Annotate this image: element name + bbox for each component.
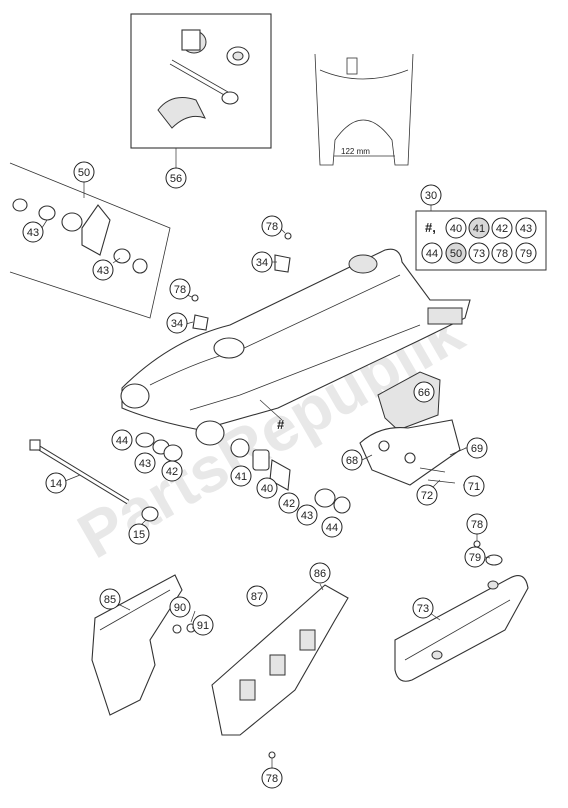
swingarm-front-view: 122 mm — [314, 53, 414, 166]
svg-text:71: 71 — [468, 481, 480, 493]
set-item-43: 43 — [515, 217, 537, 239]
callout-42-right: 42 — [278, 492, 300, 514]
svg-text:79: 79 — [469, 552, 481, 564]
svg-text:87: 87 — [251, 591, 263, 603]
svg-text:79: 79 — [520, 248, 532, 260]
svg-text:15: 15 — [133, 529, 145, 541]
swingarm: # — [120, 248, 471, 446]
callout-69: 69 — [466, 437, 488, 459]
svg-text:68: 68 — [346, 455, 358, 467]
set-item-44: 44 — [421, 242, 443, 264]
svg-text:34: 34 — [256, 257, 268, 269]
callout-73: 73 — [412, 597, 434, 619]
hash-marker: # — [277, 417, 285, 432]
callout-40: 40 — [256, 477, 278, 499]
svg-text:44: 44 — [116, 435, 128, 447]
callout-43-right: 43 — [296, 504, 318, 526]
svg-text:41: 41 — [473, 223, 485, 235]
svg-text:43: 43 — [139, 458, 151, 470]
callout-68: 68 — [341, 449, 363, 471]
svg-text:42: 42 — [283, 498, 295, 510]
callout-78-bottom: 78 — [261, 767, 283, 789]
callout-30: 30 — [420, 184, 442, 206]
set-item-50: 50 — [445, 242, 467, 264]
callout-85: 85 — [99, 588, 121, 610]
svg-text:42: 42 — [496, 223, 508, 235]
svg-text:73: 73 — [417, 603, 429, 615]
svg-text:90: 90 — [174, 602, 186, 614]
callout-71: 71 — [463, 475, 485, 497]
bearing-kit-panel — [9, 162, 171, 319]
svg-text:44: 44 — [426, 248, 438, 260]
callout-90: 90 — [169, 596, 191, 618]
svg-text:50: 50 — [78, 167, 90, 179]
callout-50: 50 — [73, 161, 95, 183]
callout-44-right: 44 — [321, 516, 343, 538]
callout-79: 79 — [464, 546, 486, 568]
chain-slider — [394, 540, 529, 682]
callout-44-left: 44 — [111, 429, 133, 451]
svg-text:44: 44 — [326, 522, 338, 534]
set-item-40: 40 — [445, 217, 467, 239]
svg-text:85: 85 — [104, 594, 116, 606]
svg-text:43: 43 — [27, 227, 39, 239]
callout-66: 66 — [413, 381, 435, 403]
svg-text:72: 72 — [421, 490, 433, 502]
svg-text:34: 34 — [171, 318, 183, 330]
svg-text:78: 78 — [266, 221, 278, 233]
svg-text:69: 69 — [471, 443, 483, 455]
callout-43-panel-b: 43 — [92, 259, 114, 281]
callout-34-top: 34 — [251, 251, 273, 273]
svg-text:78: 78 — [266, 773, 278, 785]
svg-text:78: 78 — [174, 284, 186, 296]
callout-72: 72 — [416, 484, 438, 506]
callout-42-left: 42 — [161, 460, 183, 482]
set-item-41: 41 — [468, 217, 490, 239]
frame-bracket — [211, 584, 349, 759]
callout-86: 86 — [309, 562, 331, 584]
callout-78-mid: 78 — [169, 278, 191, 300]
callout-87: 87 — [246, 585, 268, 607]
bushing-inset — [130, 13, 272, 168]
svg-text:40: 40 — [261, 483, 273, 495]
svg-text:91: 91 — [197, 620, 209, 632]
svg-text:56: 56 — [170, 173, 182, 185]
svg-text:40: 40 — [450, 223, 462, 235]
callout-43-panel-a: 43 — [22, 221, 44, 243]
set-label: #, — [425, 220, 436, 235]
set-item-73: 73 — [468, 242, 490, 264]
callout-56: 56 — [165, 167, 187, 189]
svg-text:43: 43 — [520, 223, 532, 235]
callout-15: 15 — [128, 523, 150, 545]
svg-text:42: 42 — [166, 466, 178, 478]
svg-text:43: 43 — [97, 265, 109, 277]
callout-78-top: 78 — [261, 215, 283, 237]
callout-41: 41 — [230, 465, 252, 487]
svg-text:66: 66 — [418, 387, 430, 399]
svg-text:30: 30 — [425, 190, 437, 202]
callout-78-slider: 78 — [466, 513, 488, 535]
set-item-78: 78 — [491, 242, 513, 264]
svg-text:78: 78 — [496, 248, 508, 260]
svg-text:43: 43 — [301, 510, 313, 522]
callout-91: 91 — [192, 614, 214, 636]
svg-text:41: 41 — [235, 471, 247, 483]
callout-14: 14 — [45, 472, 67, 494]
svg-text:73: 73 — [473, 248, 485, 260]
callout-34-mid: 34 — [166, 312, 188, 334]
set-item-42: 42 — [491, 217, 513, 239]
svg-text:86: 86 — [314, 568, 326, 580]
callout-43-left: 43 — [134, 452, 156, 474]
svg-text:78: 78 — [471, 519, 483, 531]
svg-text:50: 50 — [450, 248, 462, 260]
set-item-79: 79 — [515, 242, 537, 264]
dimension-label: 122 mm — [341, 147, 370, 156]
small-bolts — [191, 232, 292, 331]
svg-text:14: 14 — [50, 478, 62, 490]
